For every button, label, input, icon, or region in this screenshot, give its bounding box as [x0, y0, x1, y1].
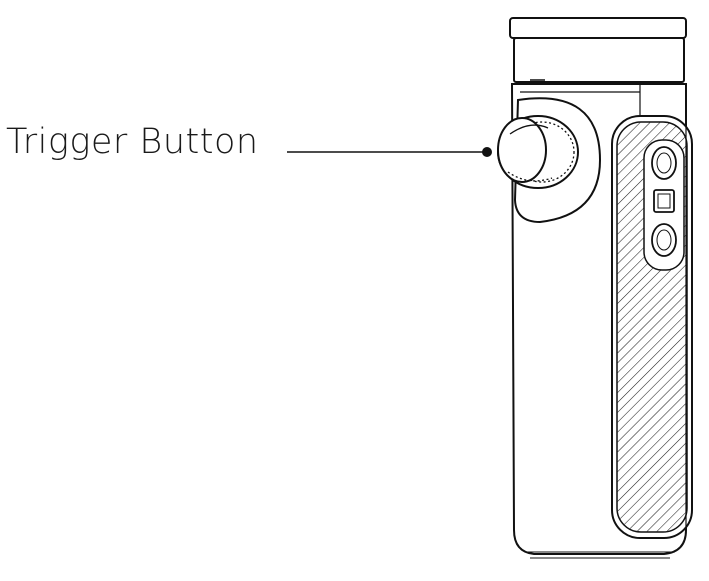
lower-round-button-icon: [651, 223, 677, 257]
trigger-button-icon: [497, 115, 579, 189]
grip-panel: [611, 115, 693, 539]
top-cap: [509, 17, 687, 83]
callout-leader: [287, 147, 492, 157]
side-buttons: [651, 146, 677, 257]
trigger-button-label: Trigger Button: [6, 122, 259, 162]
upper-round-button-icon: [651, 146, 677, 180]
square-button-icon: [653, 189, 675, 213]
